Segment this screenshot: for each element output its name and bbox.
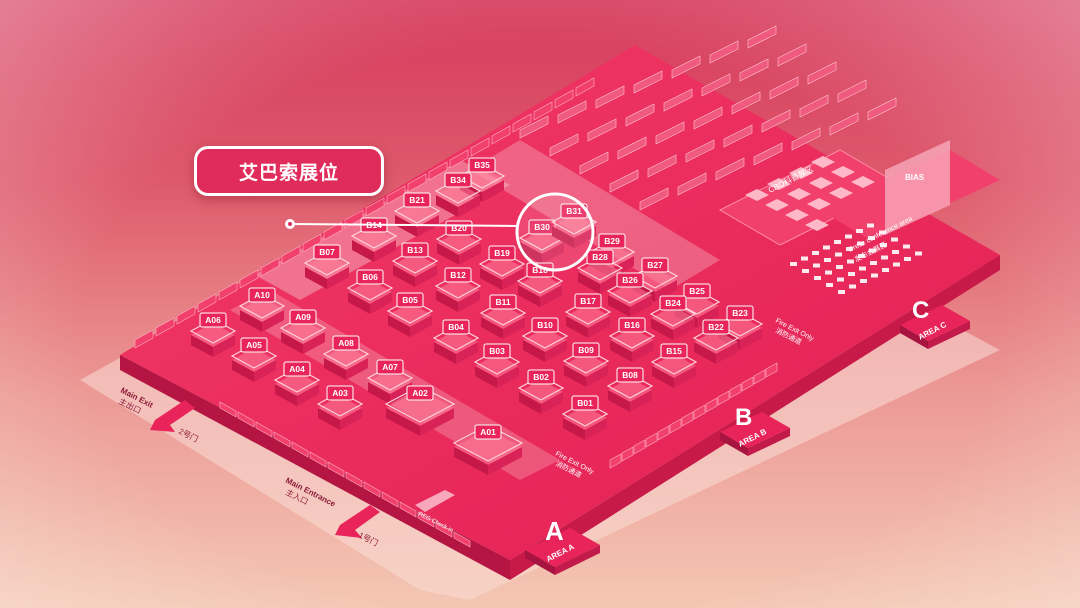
booth-label: B25 <box>689 286 705 296</box>
booth-b04[interactable]: B04 <box>432 319 480 364</box>
booth-label: B28 <box>592 252 608 262</box>
booth-label: B29 <box>604 236 620 246</box>
booth-b06[interactable]: B06 <box>346 269 394 314</box>
booth-b13[interactable]: B13 <box>391 242 439 287</box>
booth-label: B07 <box>319 247 335 257</box>
booth-label: A04 <box>289 364 305 374</box>
booth-label: B34 <box>450 175 466 185</box>
hall-floor <box>120 45 1000 560</box>
booth-label: B03 <box>489 346 505 356</box>
target-booth-highlight <box>285 192 595 272</box>
booth-callout[interactable]: 艾巴索展位 <box>194 146 384 196</box>
booth-label: B08 <box>622 370 638 380</box>
perimeter-booths-top <box>134 77 778 548</box>
booth-b07[interactable]: B07 <box>303 244 351 289</box>
booth-b16[interactable]: B16 <box>608 317 656 362</box>
booth-b03[interactable]: B03 <box>473 343 521 388</box>
booth-b17[interactable]: B17 <box>564 293 612 338</box>
booth-label: B17 <box>580 296 596 306</box>
booth-b22[interactable]: B22 <box>692 319 740 364</box>
area-c-marker: C AREA C <box>900 297 970 349</box>
booth-b12[interactable]: B12 <box>434 267 482 312</box>
booth-label: A10 <box>254 290 270 300</box>
aisle-b-c <box>470 140 720 290</box>
booth-label: B04 <box>448 322 464 332</box>
booth-b02[interactable]: B02 <box>517 369 565 414</box>
booth-label: B23 <box>732 308 748 318</box>
hall-wall-left <box>120 355 510 580</box>
booth-b24[interactable]: B24 <box>649 295 697 340</box>
booth-label: B10 <box>537 320 553 330</box>
booth-b09[interactable]: B09 <box>562 342 610 387</box>
brand-label: BIAS <box>905 173 925 182</box>
booth-label: B26 <box>622 275 638 285</box>
booth-label: B30 <box>534 222 550 232</box>
booth-label: A08 <box>338 338 354 348</box>
booth-label: A05 <box>246 340 262 350</box>
booth-label: A07 <box>382 362 398 372</box>
area-c-letter: C <box>912 297 929 324</box>
booth-b11[interactable]: B11 <box>479 294 527 339</box>
booth-label: A02 <box>412 388 428 398</box>
booth-label: A03 <box>332 388 348 398</box>
booth-b08[interactable]: B08 <box>606 367 654 412</box>
booth-label: B21 <box>409 195 425 205</box>
booth-label: B13 <box>407 245 423 255</box>
booth-label: B27 <box>647 260 663 270</box>
booth-b28[interactable]: B28 <box>576 249 624 294</box>
booth-a03[interactable]: A03 <box>316 385 364 430</box>
booth-a08[interactable]: A08 <box>322 335 370 380</box>
booth-label: B19 <box>494 248 510 258</box>
booth-b31[interactable]: B31 <box>550 203 598 248</box>
booth-label: B11 <box>495 297 510 307</box>
booth-a10[interactable]: A10 <box>238 287 286 332</box>
booth-a06[interactable]: A06 <box>189 312 237 357</box>
booth-b18[interactable]: B18 <box>516 262 564 307</box>
booth-label: B12 <box>450 270 466 280</box>
area-a-letter: A <box>545 516 564 546</box>
booth-label: B24 <box>665 298 681 308</box>
booth-b19[interactable]: B19 <box>478 245 526 290</box>
booth-label: B22 <box>708 322 724 332</box>
booth-label: B01 <box>577 398 593 408</box>
area-b-letter: B <box>735 404 752 431</box>
booth-b10[interactable]: B10 <box>521 317 569 362</box>
press-area: BIAS Press conference area 发布会展区 <box>790 140 1000 294</box>
booth-label: B16 <box>624 320 640 330</box>
booth-label: A01 <box>480 427 496 437</box>
booth-a05[interactable]: A05 <box>230 337 278 382</box>
area-a-marker: A AREA A <box>525 516 600 575</box>
booth-label: B18 <box>532 265 548 275</box>
booth-a04[interactable]: A04 <box>273 361 321 406</box>
booth-label: B31 <box>566 206 582 216</box>
booth-a09[interactable]: A09 <box>279 309 327 354</box>
booth-label: B09 <box>578 345 594 355</box>
booth-label: B05 <box>402 295 418 305</box>
booth-b20[interactable]: B20 <box>435 220 483 265</box>
booth-label: A09 <box>295 312 311 322</box>
booth-label: B02 <box>533 372 549 382</box>
booth-label: B35 <box>474 160 490 170</box>
booth-a02[interactable]: A02 <box>384 385 456 436</box>
booth-label: B20 <box>451 223 467 233</box>
booth-b34[interactable]: B34 <box>434 172 482 217</box>
booth-b05[interactable]: B05 <box>386 292 434 337</box>
booth-b26[interactable]: B26 <box>606 272 654 317</box>
booth-label: A06 <box>205 315 221 325</box>
area-b-marker: B AREA B <box>720 404 790 456</box>
booth-a01[interactable]: A01 <box>452 424 524 475</box>
booth-b01[interactable]: B01 <box>561 395 609 440</box>
booth-label: B06 <box>362 272 378 282</box>
booth-b15[interactable]: B15 <box>650 343 698 388</box>
callout-title: 艾巴索展位 <box>238 161 339 184</box>
area-c-seating <box>519 25 897 211</box>
booth-label: B15 <box>666 346 682 356</box>
